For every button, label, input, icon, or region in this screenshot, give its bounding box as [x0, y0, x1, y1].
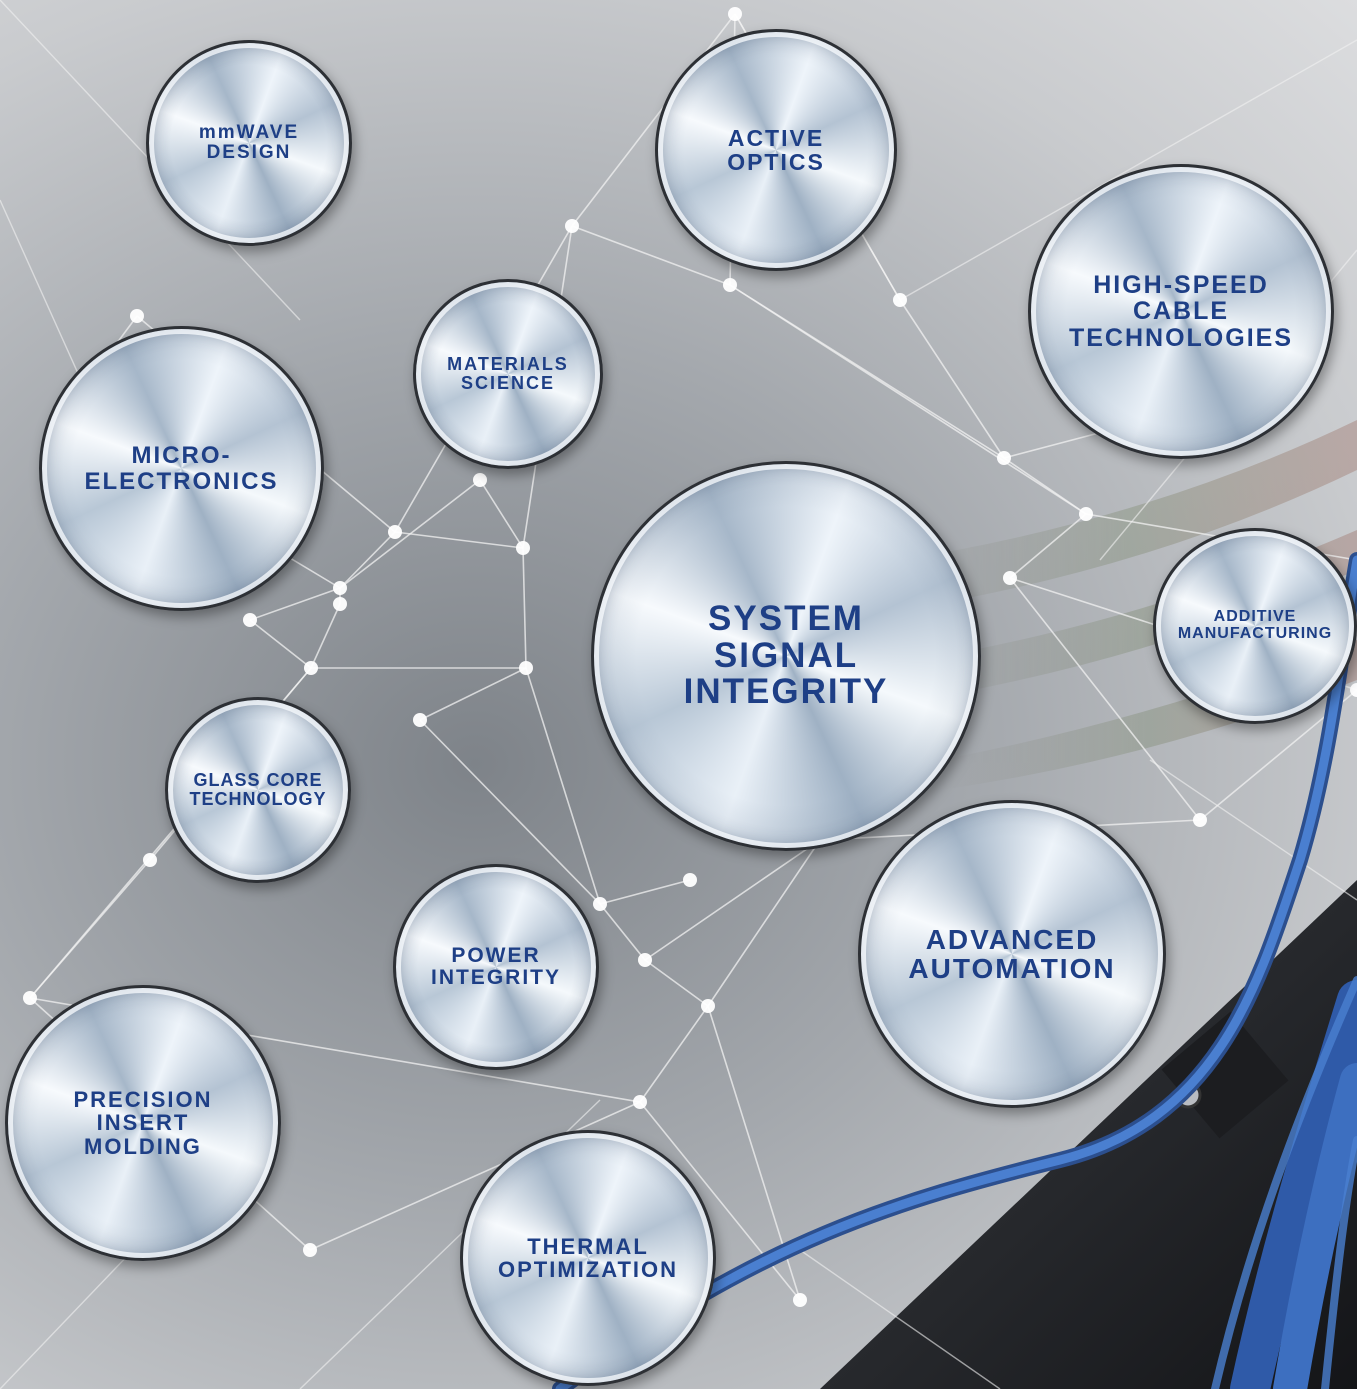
network-line [729, 284, 1087, 515]
network-line [571, 225, 731, 286]
network-line [479, 479, 524, 549]
network-dot [243, 613, 257, 627]
network-line [394, 531, 524, 549]
network-line [249, 619, 312, 669]
network-dot [143, 853, 157, 867]
network-dot [303, 1243, 317, 1257]
network-dot [793, 1293, 807, 1307]
node-label-line: HIGH-SPEED [1093, 271, 1269, 300]
node-label-line: MATERIALS [447, 354, 569, 375]
network-dot [997, 451, 1011, 465]
network-line [339, 531, 396, 589]
network-dot [1003, 571, 1017, 585]
network-line [309, 1101, 641, 1251]
network-line [1149, 759, 1357, 901]
network-dot [1350, 683, 1357, 697]
node-micro-electronics: MICRO-ELECTRONICS [39, 326, 324, 611]
background-stripes [900, 420, 1357, 790]
network-dot [333, 597, 347, 611]
network-line [1003, 457, 1087, 515]
network-dot [519, 661, 533, 675]
network-line [310, 603, 341, 669]
network-line [525, 667, 601, 905]
node-label-line: THERMAL [527, 1233, 649, 1259]
network-line [419, 719, 601, 905]
network-dot [473, 473, 487, 487]
network-dot [893, 293, 907, 307]
network-line [899, 39, 1357, 301]
node-label-line: AUTOMATION [908, 953, 1116, 984]
network-line [1009, 577, 1201, 821]
network-line [799, 1249, 1001, 1389]
node-label-line: SYSTEM [708, 598, 864, 638]
node-label-line: MOLDING [84, 1133, 202, 1159]
node-label-line: ADVANCED [925, 923, 1099, 955]
node-label-line: POWER [451, 943, 541, 967]
network-dot [516, 541, 530, 555]
network-dot [638, 953, 652, 967]
network-dot [413, 713, 427, 727]
network-dot [333, 581, 347, 595]
blue-cables [552, 552, 1357, 1389]
network-line [522, 547, 527, 669]
network-dot [565, 219, 579, 233]
network-dot [304, 661, 318, 675]
node-label-line: GLASS CORE [193, 770, 323, 791]
network-line [419, 667, 527, 721]
node-label-line: OPTIMIZATION [497, 1257, 679, 1282]
network-dot [388, 525, 402, 539]
node-label-line: MICRO- [131, 442, 232, 470]
node-label-line: CABLE [1132, 297, 1230, 326]
node-label-line: MANUFACTURING [1177, 625, 1333, 642]
node-label-line: ACTIVE [727, 124, 825, 151]
node-label-line: SCIENCE [460, 373, 555, 393]
network-line [249, 587, 341, 621]
node-label-line: ADDITIVE [1213, 608, 1297, 626]
network-dot [701, 999, 715, 1013]
node-label-line: OPTICS [727, 149, 825, 175]
network-line [644, 959, 709, 1007]
network-line [644, 839, 821, 961]
node-label-line: SIGNAL [713, 635, 859, 675]
network-dot [683, 873, 697, 887]
network-dot [23, 991, 37, 1005]
node-label-line: TECHNOLOGIES [1068, 323, 1293, 352]
network-line [339, 479, 481, 589]
network-dot [1193, 813, 1207, 827]
node-label-line: TECHNOLOGY [189, 789, 327, 809]
node-label-line: ELECTRONICS [84, 467, 279, 495]
node-label-line: INTEGRITY [430, 966, 561, 989]
network-dot [633, 1095, 647, 1109]
network-line [899, 299, 1005, 459]
network-line [707, 839, 821, 1007]
network-line [29, 859, 151, 999]
network-line [599, 903, 646, 961]
network-line [1009, 513, 1087, 579]
network-dot [130, 309, 144, 323]
network-dot [593, 897, 607, 911]
network-line [599, 879, 691, 905]
network-dot [1079, 507, 1093, 521]
hardware-panel [820, 880, 1357, 1389]
node-label-line: INSERT [96, 1110, 190, 1136]
network-line [639, 1101, 801, 1301]
network-line [639, 1005, 709, 1103]
node-label-line: DESIGN [206, 142, 292, 163]
network-dot [728, 7, 742, 21]
node-label-line: PRECISION [73, 1087, 213, 1113]
node-label-line: INTEGRITY [683, 672, 889, 712]
node-label-line: mmWAVE [198, 122, 300, 144]
network-dot [723, 278, 737, 292]
